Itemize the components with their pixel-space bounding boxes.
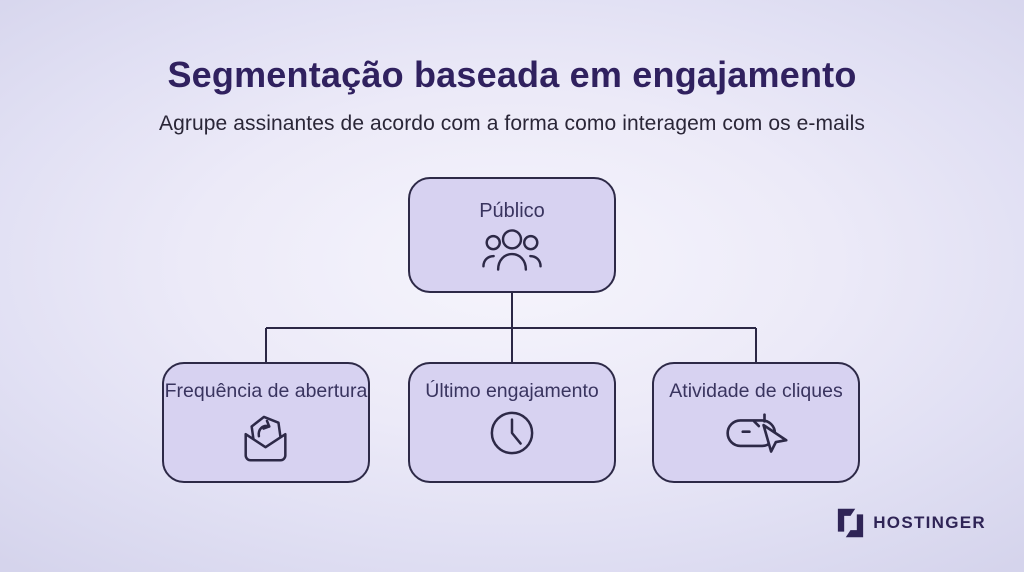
node-ultimo-engajamento: Último engajamento: [408, 362, 616, 483]
hostinger-logo: HOSTINGER: [837, 506, 986, 540]
hostinger-h-icon: [838, 508, 864, 538]
node-label: Frequência de abertura: [164, 380, 368, 402]
node-label: Público: [479, 200, 545, 222]
node-frequencia-de-abertura: Frequência de abertura: [162, 362, 370, 483]
page-title: Segmentação baseada em engajamento: [167, 54, 857, 95]
page-subtitle: Agrupe assinantes de acordo com a forma …: [158, 112, 866, 135]
node-label: Atividade de cliques: [669, 380, 843, 402]
envelope-open-arrow-icon: [244, 416, 287, 462]
hostinger-wordmark: HOSTINGER: [873, 513, 986, 532]
clock-icon: [490, 412, 534, 455]
node-label: Último engajamento: [425, 380, 599, 402]
node-atividade-de-cliques: Atividade de cliques: [652, 362, 860, 483]
people-group-icon: [482, 229, 542, 271]
node-publico: Público: [408, 177, 616, 293]
click-cursor-icon: [726, 413, 788, 454]
